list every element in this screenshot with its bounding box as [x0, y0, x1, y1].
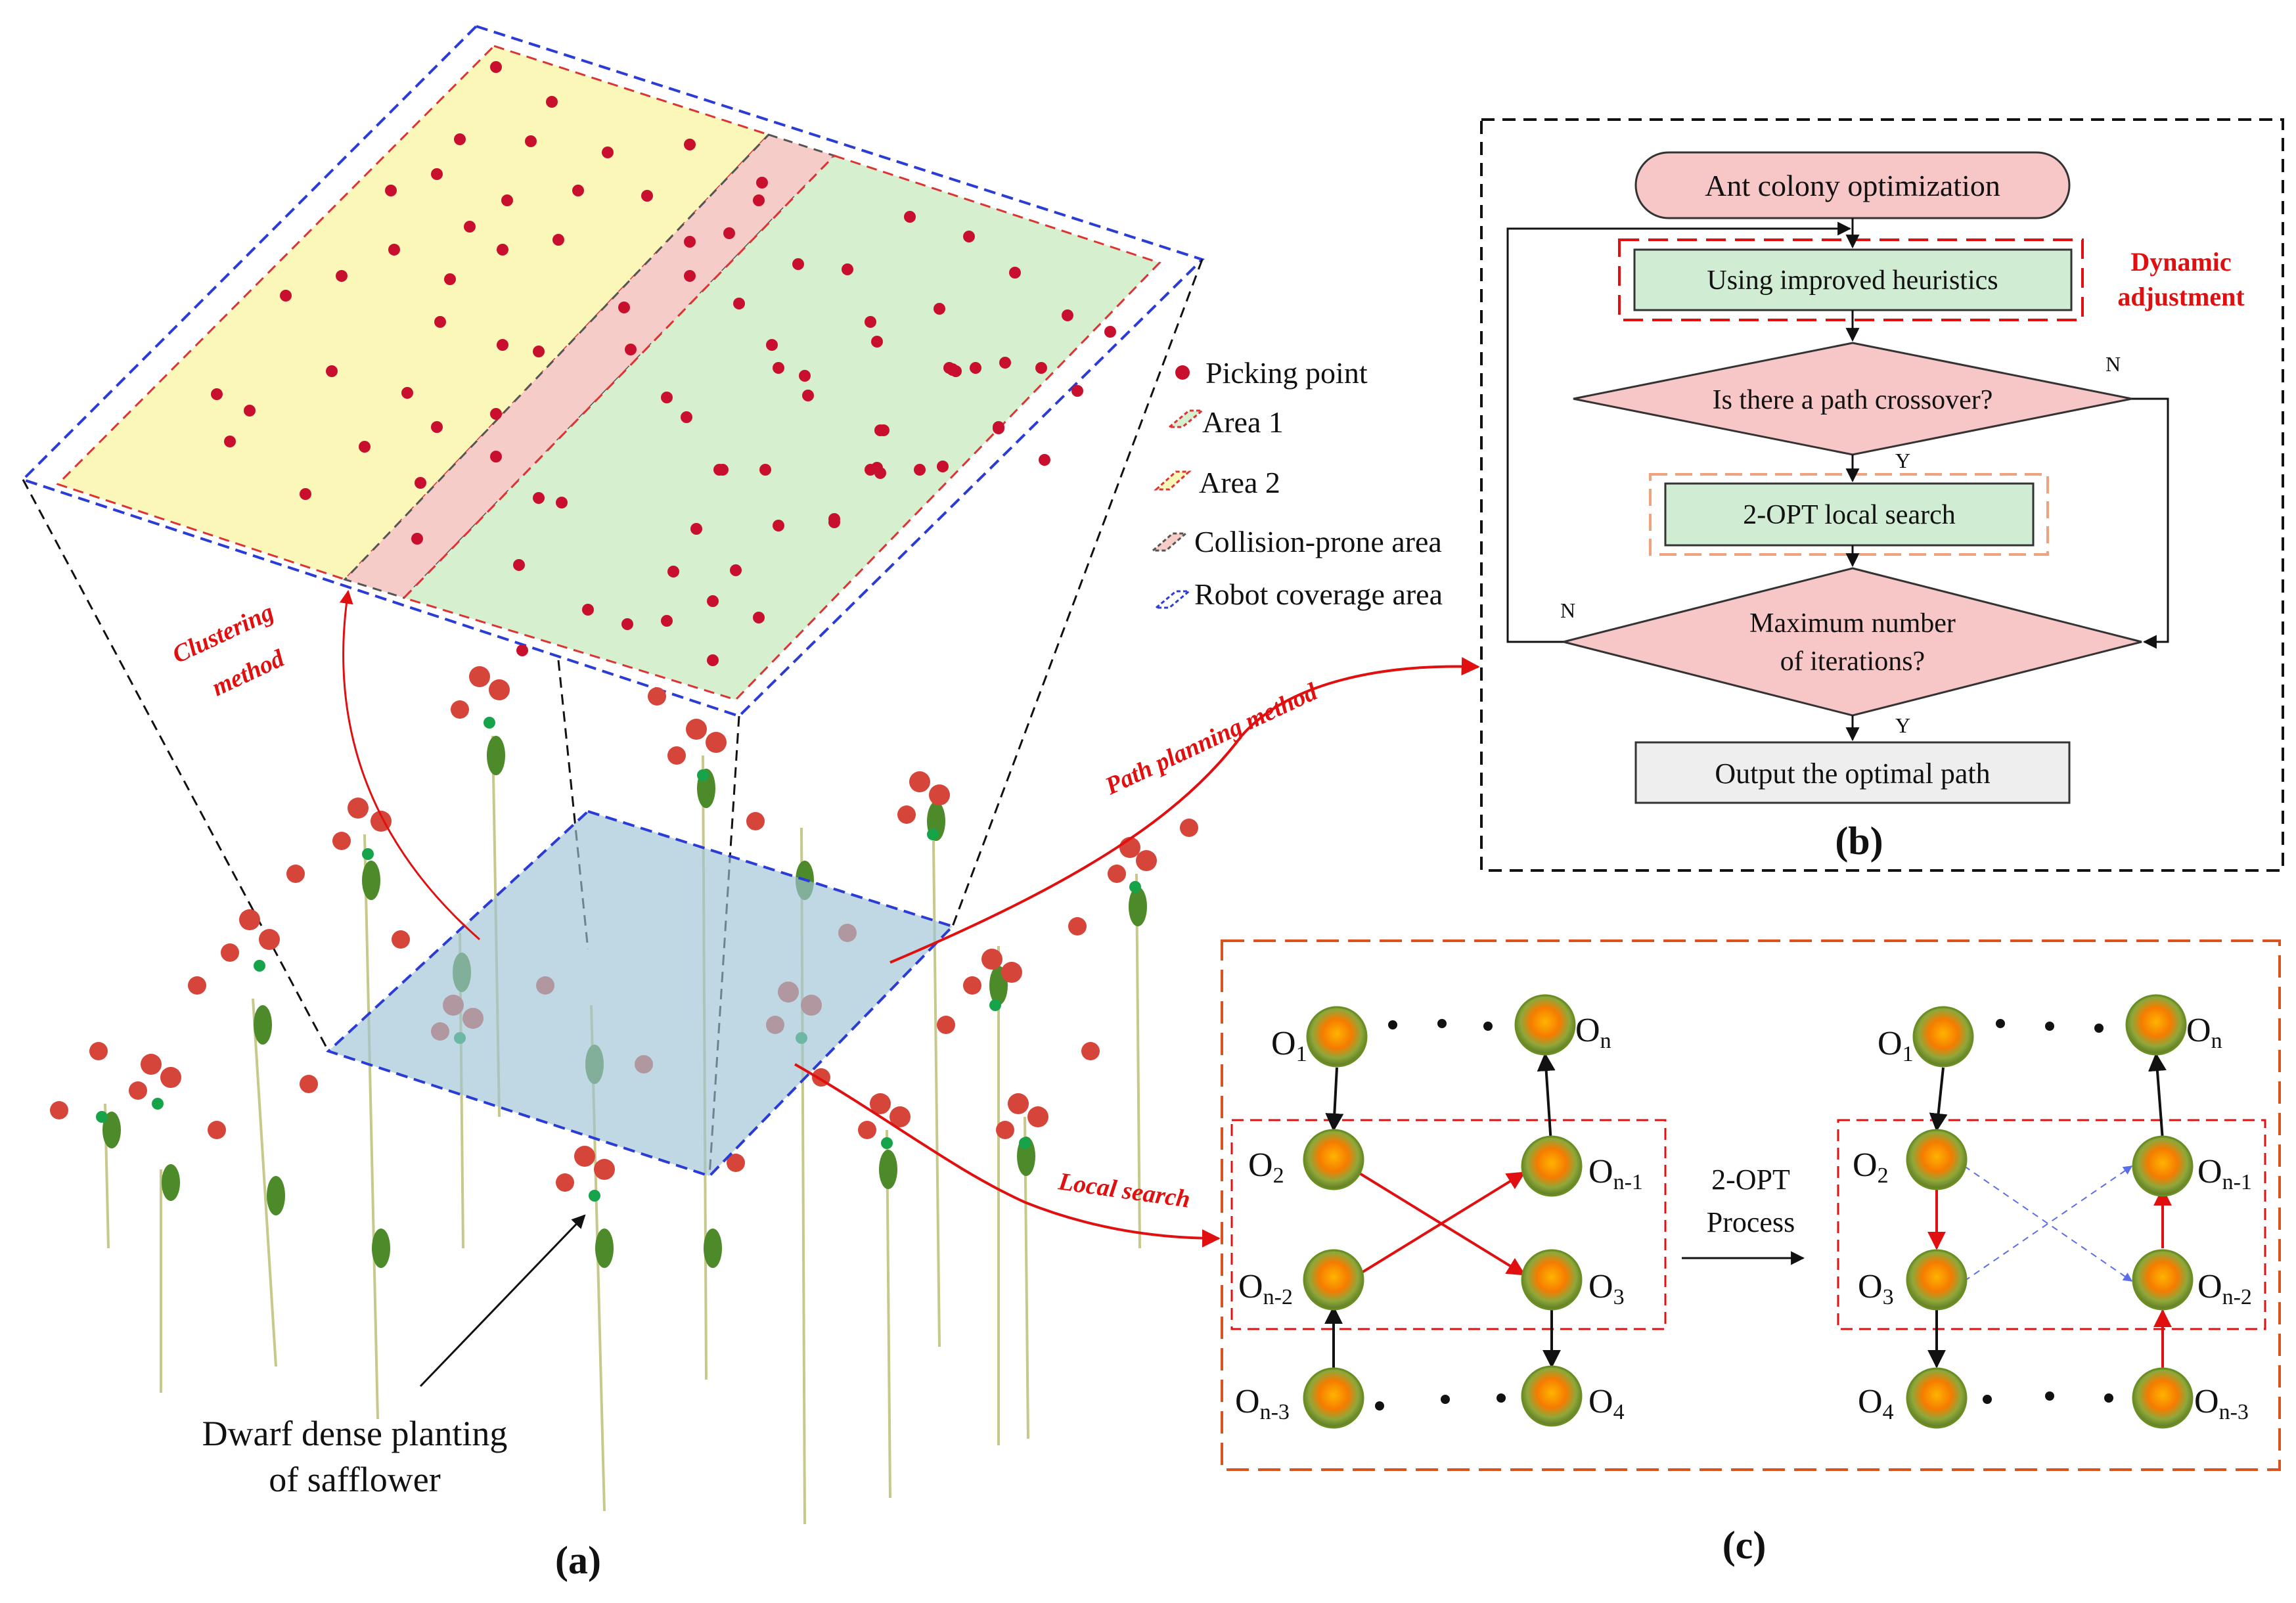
- panel-b-frame: [1480, 118, 2284, 872]
- svg-text:On: On: [1575, 1012, 1611, 1053]
- svg-text:O2: O2: [1248, 1146, 1284, 1188]
- legend-picking-point-label: Picking point: [1205, 356, 1368, 390]
- flow-yes-label-2: Y: [1895, 713, 1910, 737]
- dynamic-label-2: adjustment: [2117, 282, 2245, 311]
- right-nodes: [1906, 994, 2194, 1429]
- svg-text:O1: O1: [1271, 1025, 1307, 1066]
- node-o4-left: [1521, 1365, 1583, 1427]
- legend-coverage-label: Robot coverage area: [1194, 577, 1443, 611]
- svg-text:On-2: On-2: [2197, 1268, 2252, 1309]
- svg-text:On-3: On-3: [1235, 1383, 1290, 1424]
- path-planning-arrow: [889, 657, 1480, 964]
- legend-area2-swatch: [1154, 470, 1192, 491]
- legend-area1-label: Area 1: [1202, 405, 1284, 439]
- crossover-frame-left: [1230, 1119, 1667, 1330]
- svg-text:O1: O1: [1878, 1025, 1914, 1066]
- caption-line-1: Dwarf dense planting: [202, 1414, 508, 1453]
- process-label-1: 2-OPT: [1711, 1163, 1790, 1196]
- svg-text:O4: O4: [1858, 1383, 1894, 1424]
- left-node-labels: O1 On O2 On-1 On-2 O3 On-3 O4: [1235, 1012, 1643, 1424]
- svg-text:O4: O4: [1588, 1383, 1625, 1424]
- flow-decision-iterations: [1563, 567, 2142, 717]
- legend: Picking point Area 1 Area 2 Collision-pr…: [1150, 356, 1443, 611]
- legend-area1-swatch: [1166, 409, 1205, 428]
- svg-text:On-3: On-3: [2194, 1383, 2249, 1424]
- panel-a-label: (a): [555, 1539, 601, 1582]
- flow-output: [1634, 741, 2071, 804]
- svg-text:On-2: On-2: [1238, 1268, 1293, 1309]
- flow-output-label: Output the optimal path: [1715, 757, 1990, 790]
- robot-coverage-area-top: [20, 24, 1205, 718]
- flow-no-label-1: N: [2105, 352, 2121, 376]
- flow-yes-label-1: Y: [1895, 449, 1910, 472]
- svg-text:On-1: On-1: [2197, 1153, 2252, 1194]
- area-2-region: [56, 45, 771, 581]
- svg-text:O3: O3: [1858, 1268, 1894, 1309]
- caption-pointer: [419, 1214, 586, 1388]
- panel-b: Ant colony optimization Using improved h…: [1480, 118, 2284, 872]
- right-dots: [1983, 1019, 2113, 1404]
- node-on3-left: [1303, 1367, 1364, 1429]
- flow-no-label-2: N: [1560, 598, 1575, 622]
- right-arrows: [1927, 1052, 2172, 1370]
- picking-points: [211, 61, 1116, 666]
- local-search-label: Local search: [1056, 1167, 1192, 1213]
- svg-text:On: On: [2186, 1012, 2222, 1053]
- panel-a: Clustering method Path planning method L…: [20, 24, 1480, 1582]
- panel-b-label: (b): [1835, 819, 1883, 863]
- flow-decision-iterations-label-1: Maximum number: [1749, 608, 1956, 639]
- panel-c-frame: [1221, 939, 2281, 1471]
- node-o2-left: [1303, 1129, 1364, 1190]
- flow-arrows: [1506, 218, 2169, 742]
- area-1-region: [402, 154, 1161, 701]
- legend-picking-point-marker: [1175, 365, 1190, 380]
- node-on3-right: [2132, 1367, 2194, 1429]
- clustering-label-2: method: [208, 644, 289, 702]
- node-o2-right: [1906, 1129, 1968, 1190]
- svg-text:O2: O2: [1853, 1146, 1889, 1188]
- panel-c-label: (c): [1722, 1524, 1767, 1567]
- legend-collision-swatch: [1150, 532, 1189, 552]
- caption-line-2: of safflower: [269, 1460, 440, 1499]
- node-on2-left: [1303, 1249, 1364, 1311]
- flow-start-label: Ant colony optimization: [1705, 169, 2000, 202]
- flow-decision-crossover-label: Is there a path crossover?: [1713, 385, 1993, 415]
- left-arrows: [1324, 1052, 1561, 1370]
- node-on2-right: [2132, 1249, 2194, 1311]
- path-planning-label: Path planning method: [1100, 678, 1322, 801]
- node-on-right: [2125, 994, 2187, 1056]
- flow-local-search-label: 2-OPT local search: [1743, 500, 1955, 530]
- flow-heuristics-label: Using improved heuristics: [1707, 265, 1998, 296]
- legend-area2-label: Area 2: [1199, 466, 1280, 499]
- node-o3-right: [1906, 1249, 1968, 1311]
- node-on1-right: [2132, 1135, 2194, 1197]
- legend-coverage-swatch: [1153, 590, 1192, 609]
- node-o3-left: [1521, 1249, 1583, 1311]
- local-search-arrow: [794, 1063, 1221, 1248]
- node-on-left: [1514, 994, 1576, 1056]
- crossover-frame-right: [1837, 1119, 2266, 1330]
- robot-coverage-area-ground: [326, 809, 955, 1178]
- node-o4-right: [1906, 1367, 1968, 1429]
- legend-collision-label: Collision-prone area: [1194, 525, 1442, 558]
- process-label-2: Process: [1707, 1206, 1795, 1238]
- svg-text:On-1: On-1: [1588, 1153, 1643, 1194]
- panel-c: O1 On O2 On-1 On-2 O3 On-3 O4 2-OPT Proc…: [1221, 939, 2281, 1567]
- left-nodes: [1303, 994, 1583, 1429]
- dynamic-label-1: Dynamic: [2130, 247, 2231, 277]
- flow-local-search: [1664, 482, 2035, 547]
- right-node-labels: O1 On O2 On-1 O3 On-2 O4 On-3: [1853, 1012, 2252, 1424]
- left-dots: [1375, 1019, 1506, 1411]
- flow-decision-iterations-label-2: of iterations?: [1780, 646, 1925, 677]
- clustering-arrow: [339, 589, 480, 941]
- node-o1-left: [1306, 1006, 1368, 1068]
- node-on1-left: [1521, 1135, 1583, 1197]
- svg-text:O3: O3: [1588, 1268, 1625, 1309]
- node-o1-right: [1912, 1006, 1974, 1068]
